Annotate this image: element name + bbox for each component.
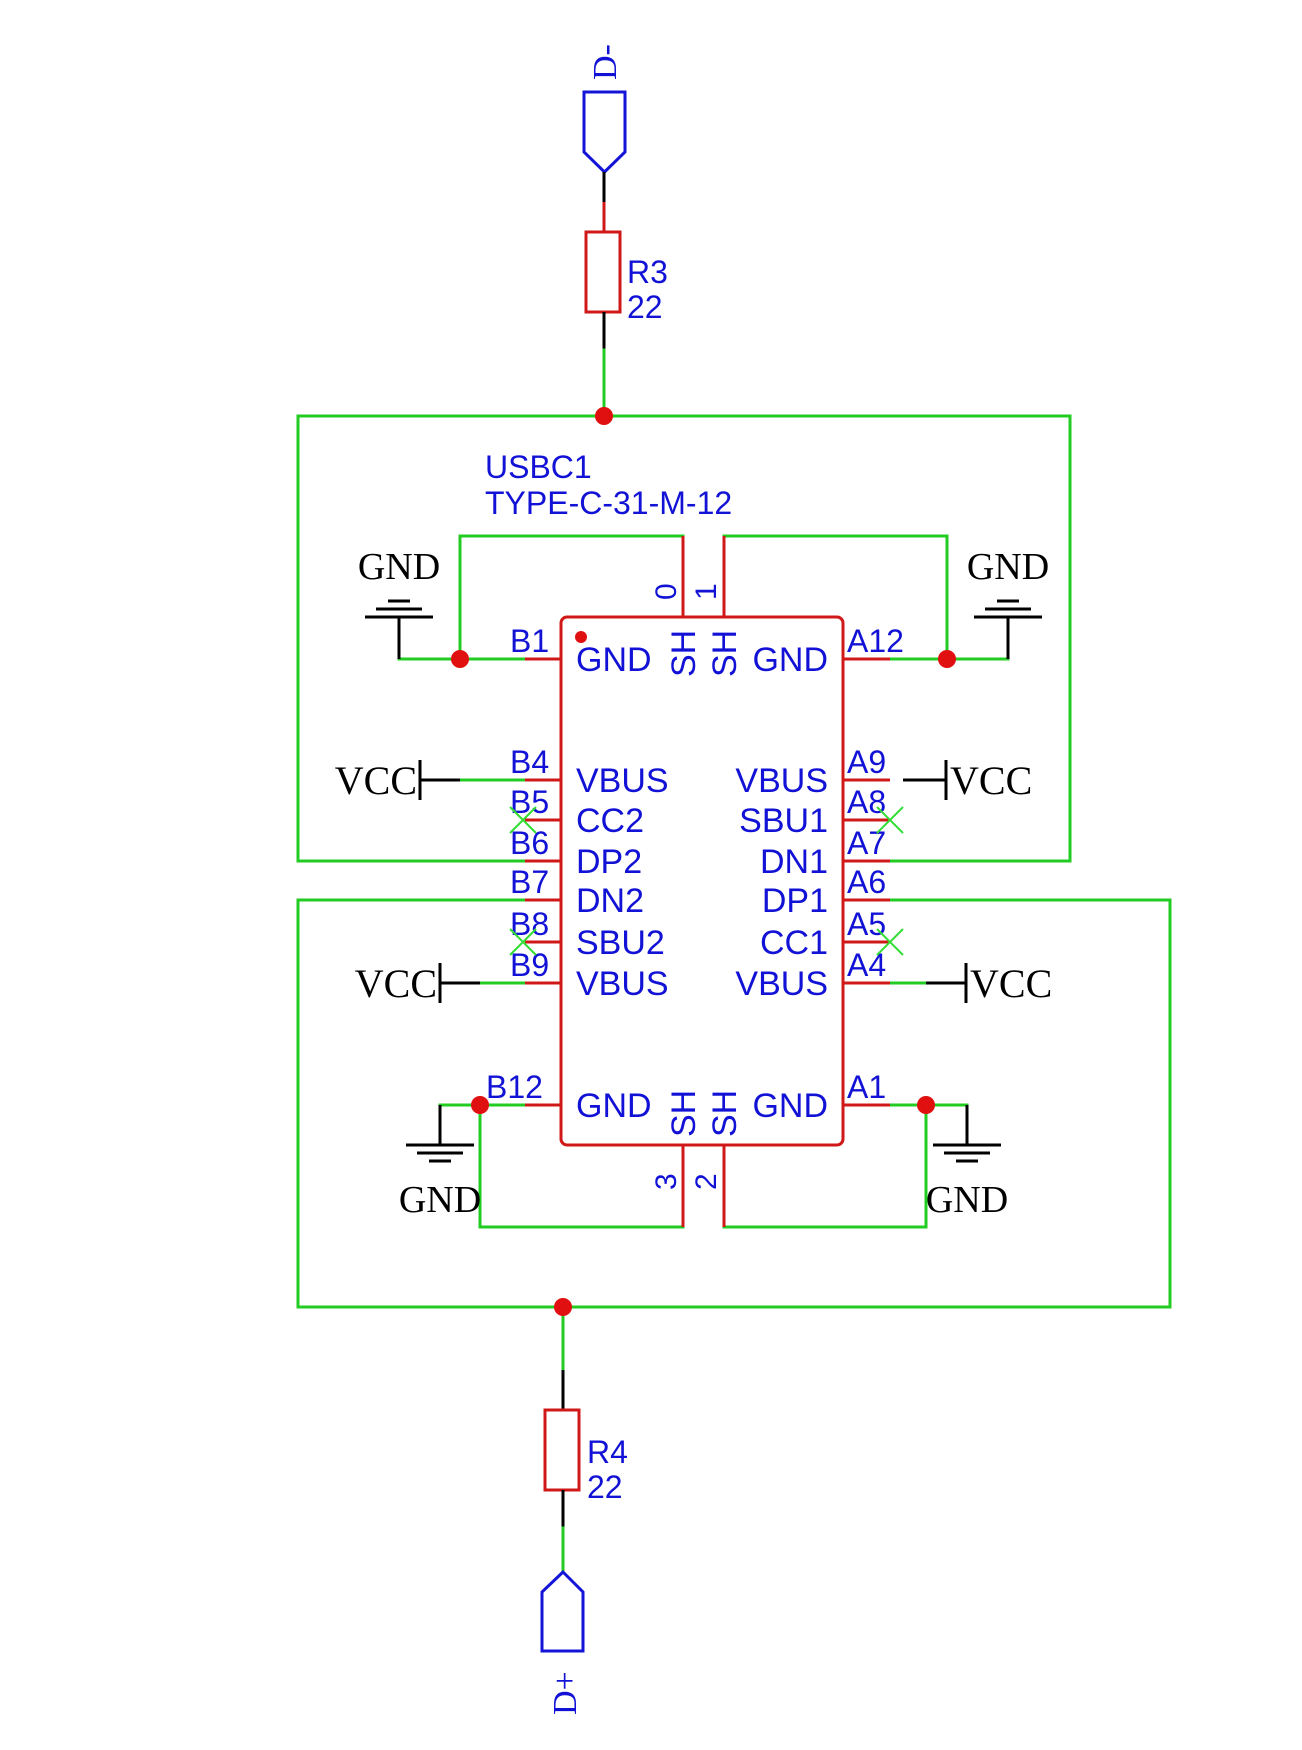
junction-dot <box>917 1096 935 1114</box>
dplus-net-wires <box>296 898 1172 1309</box>
pin-number-a5: A5 <box>847 906 886 942</box>
usbc-connector: USBC1 TYPE-C-31-M-12 B1 B4 B5 B6 B7 B8 B… <box>485 449 904 1227</box>
pin-name-b1: GND <box>576 641 652 679</box>
net-port-d-plus-label: D+ <box>547 1671 584 1715</box>
shield-pin-name-1: SH <box>706 630 744 677</box>
pin-name-b8: SBU2 <box>576 924 665 962</box>
pin-number-b12: B12 <box>486 1069 543 1105</box>
gnd-symbol-bottom-left: GND <box>399 1105 481 1221</box>
gnd-label: GND <box>926 1179 1008 1221</box>
vcc-label: VCC <box>950 758 1032 803</box>
pin-number-b6: B6 <box>510 825 549 861</box>
wire <box>722 1103 928 1229</box>
pin-number-a6: A6 <box>847 864 886 900</box>
pin-number-b4: B4 <box>510 744 549 780</box>
gnd-symbol-top-right: GND <box>967 546 1049 659</box>
pin-name-b7: DN2 <box>576 882 644 920</box>
pin-number-a8: A8 <box>847 784 886 820</box>
junction-dot <box>595 407 613 425</box>
pin-number-a9: A9 <box>847 744 886 780</box>
pin-name-a8: SBU1 <box>739 802 828 840</box>
usbc-connector-body <box>559 615 845 1147</box>
no-connect-a8 <box>876 806 904 834</box>
pin-name-a4: VBUS <box>735 965 828 1003</box>
net-port-d-minus-label: D- <box>587 44 624 80</box>
no-connect-b8 <box>509 928 537 956</box>
pin-name-a5: CC1 <box>760 924 828 962</box>
gnd-symbol-top-left: GND <box>358 546 440 659</box>
shield-pin-number-0: 0 <box>650 583 683 600</box>
pin-name-b9: VBUS <box>576 965 669 1003</box>
pin-name-a9: VBUS <box>735 762 828 800</box>
dminus-net-wires <box>296 414 1072 863</box>
junction-dot <box>471 1096 489 1114</box>
pin-number-a1: A1 <box>847 1069 886 1105</box>
no-connect-a5 <box>876 928 904 956</box>
shield-pin-name-3: SH <box>665 1090 703 1137</box>
gnd-label: GND <box>967 546 1049 588</box>
pin-number-b1: B1 <box>510 623 549 659</box>
vcc-label: VCC <box>355 961 437 1006</box>
pin-name-b12: GND <box>576 1087 652 1125</box>
resistor-r4-value: 22 <box>587 1469 623 1505</box>
pin-name-a7: DN1 <box>760 843 828 881</box>
shield-pin-number-3: 3 <box>650 1173 683 1190</box>
pin-number-a12: A12 <box>847 623 904 659</box>
junction-dot <box>451 650 469 668</box>
resistor-r3: R3 22 <box>584 202 668 350</box>
vcc-label: VCC <box>335 758 417 803</box>
pin-number-b9: B9 <box>510 947 549 983</box>
vcc-symbol-right-a9: VCC <box>903 758 1032 803</box>
wire <box>458 534 685 661</box>
gnd-label: GND <box>358 546 440 588</box>
component-part-number: TYPE-C-31-M-12 <box>485 485 732 521</box>
resistor-r3-designator: R3 <box>627 254 668 290</box>
component-designator: USBC1 <box>485 449 592 485</box>
pin-name-a12: GND <box>752 641 828 679</box>
resistor-r3-body <box>584 230 622 314</box>
shield-pin-number-1: 1 <box>690 583 723 600</box>
shield-pin-name-2: SH <box>706 1090 744 1137</box>
no-connect-b5 <box>509 806 537 834</box>
pin-name-a6: DP1 <box>762 882 828 920</box>
wire <box>478 1103 685 1229</box>
vcc-symbol-left-b4: VCC <box>335 758 460 803</box>
resistor-r3-value: 22 <box>627 289 663 325</box>
net-port-d-plus: D+ <box>540 1569 585 1715</box>
resistor-r4-body <box>543 1408 581 1492</box>
pin-number-b7: B7 <box>510 864 549 900</box>
resistor-r4: R4 22 <box>543 1370 628 1528</box>
pin1-marker <box>575 631 587 643</box>
pin-name-b6: DP2 <box>576 843 642 881</box>
wire <box>722 534 949 661</box>
vcc-symbol-right-a4: VCC <box>926 961 1052 1006</box>
pin-name-b5: CC2 <box>576 802 644 840</box>
resistor-r4-designator: R4 <box>587 1434 628 1470</box>
junction-dot <box>554 1298 572 1316</box>
vcc-symbol-left-b9: VCC <box>355 961 480 1006</box>
vcc-label: VCC <box>970 961 1052 1006</box>
net-port-d-minus: D- <box>582 44 627 175</box>
shield-pin-name-0: SH <box>665 630 703 677</box>
pin-name-b4: VBUS <box>576 762 669 800</box>
junction-dot <box>938 650 956 668</box>
pin-name-a1: GND <box>752 1087 828 1125</box>
gnd-symbol-bottom-right: GND <box>926 1105 1008 1221</box>
shield-pin-number-2: 2 <box>690 1173 723 1190</box>
gnd-label: GND <box>399 1179 481 1221</box>
